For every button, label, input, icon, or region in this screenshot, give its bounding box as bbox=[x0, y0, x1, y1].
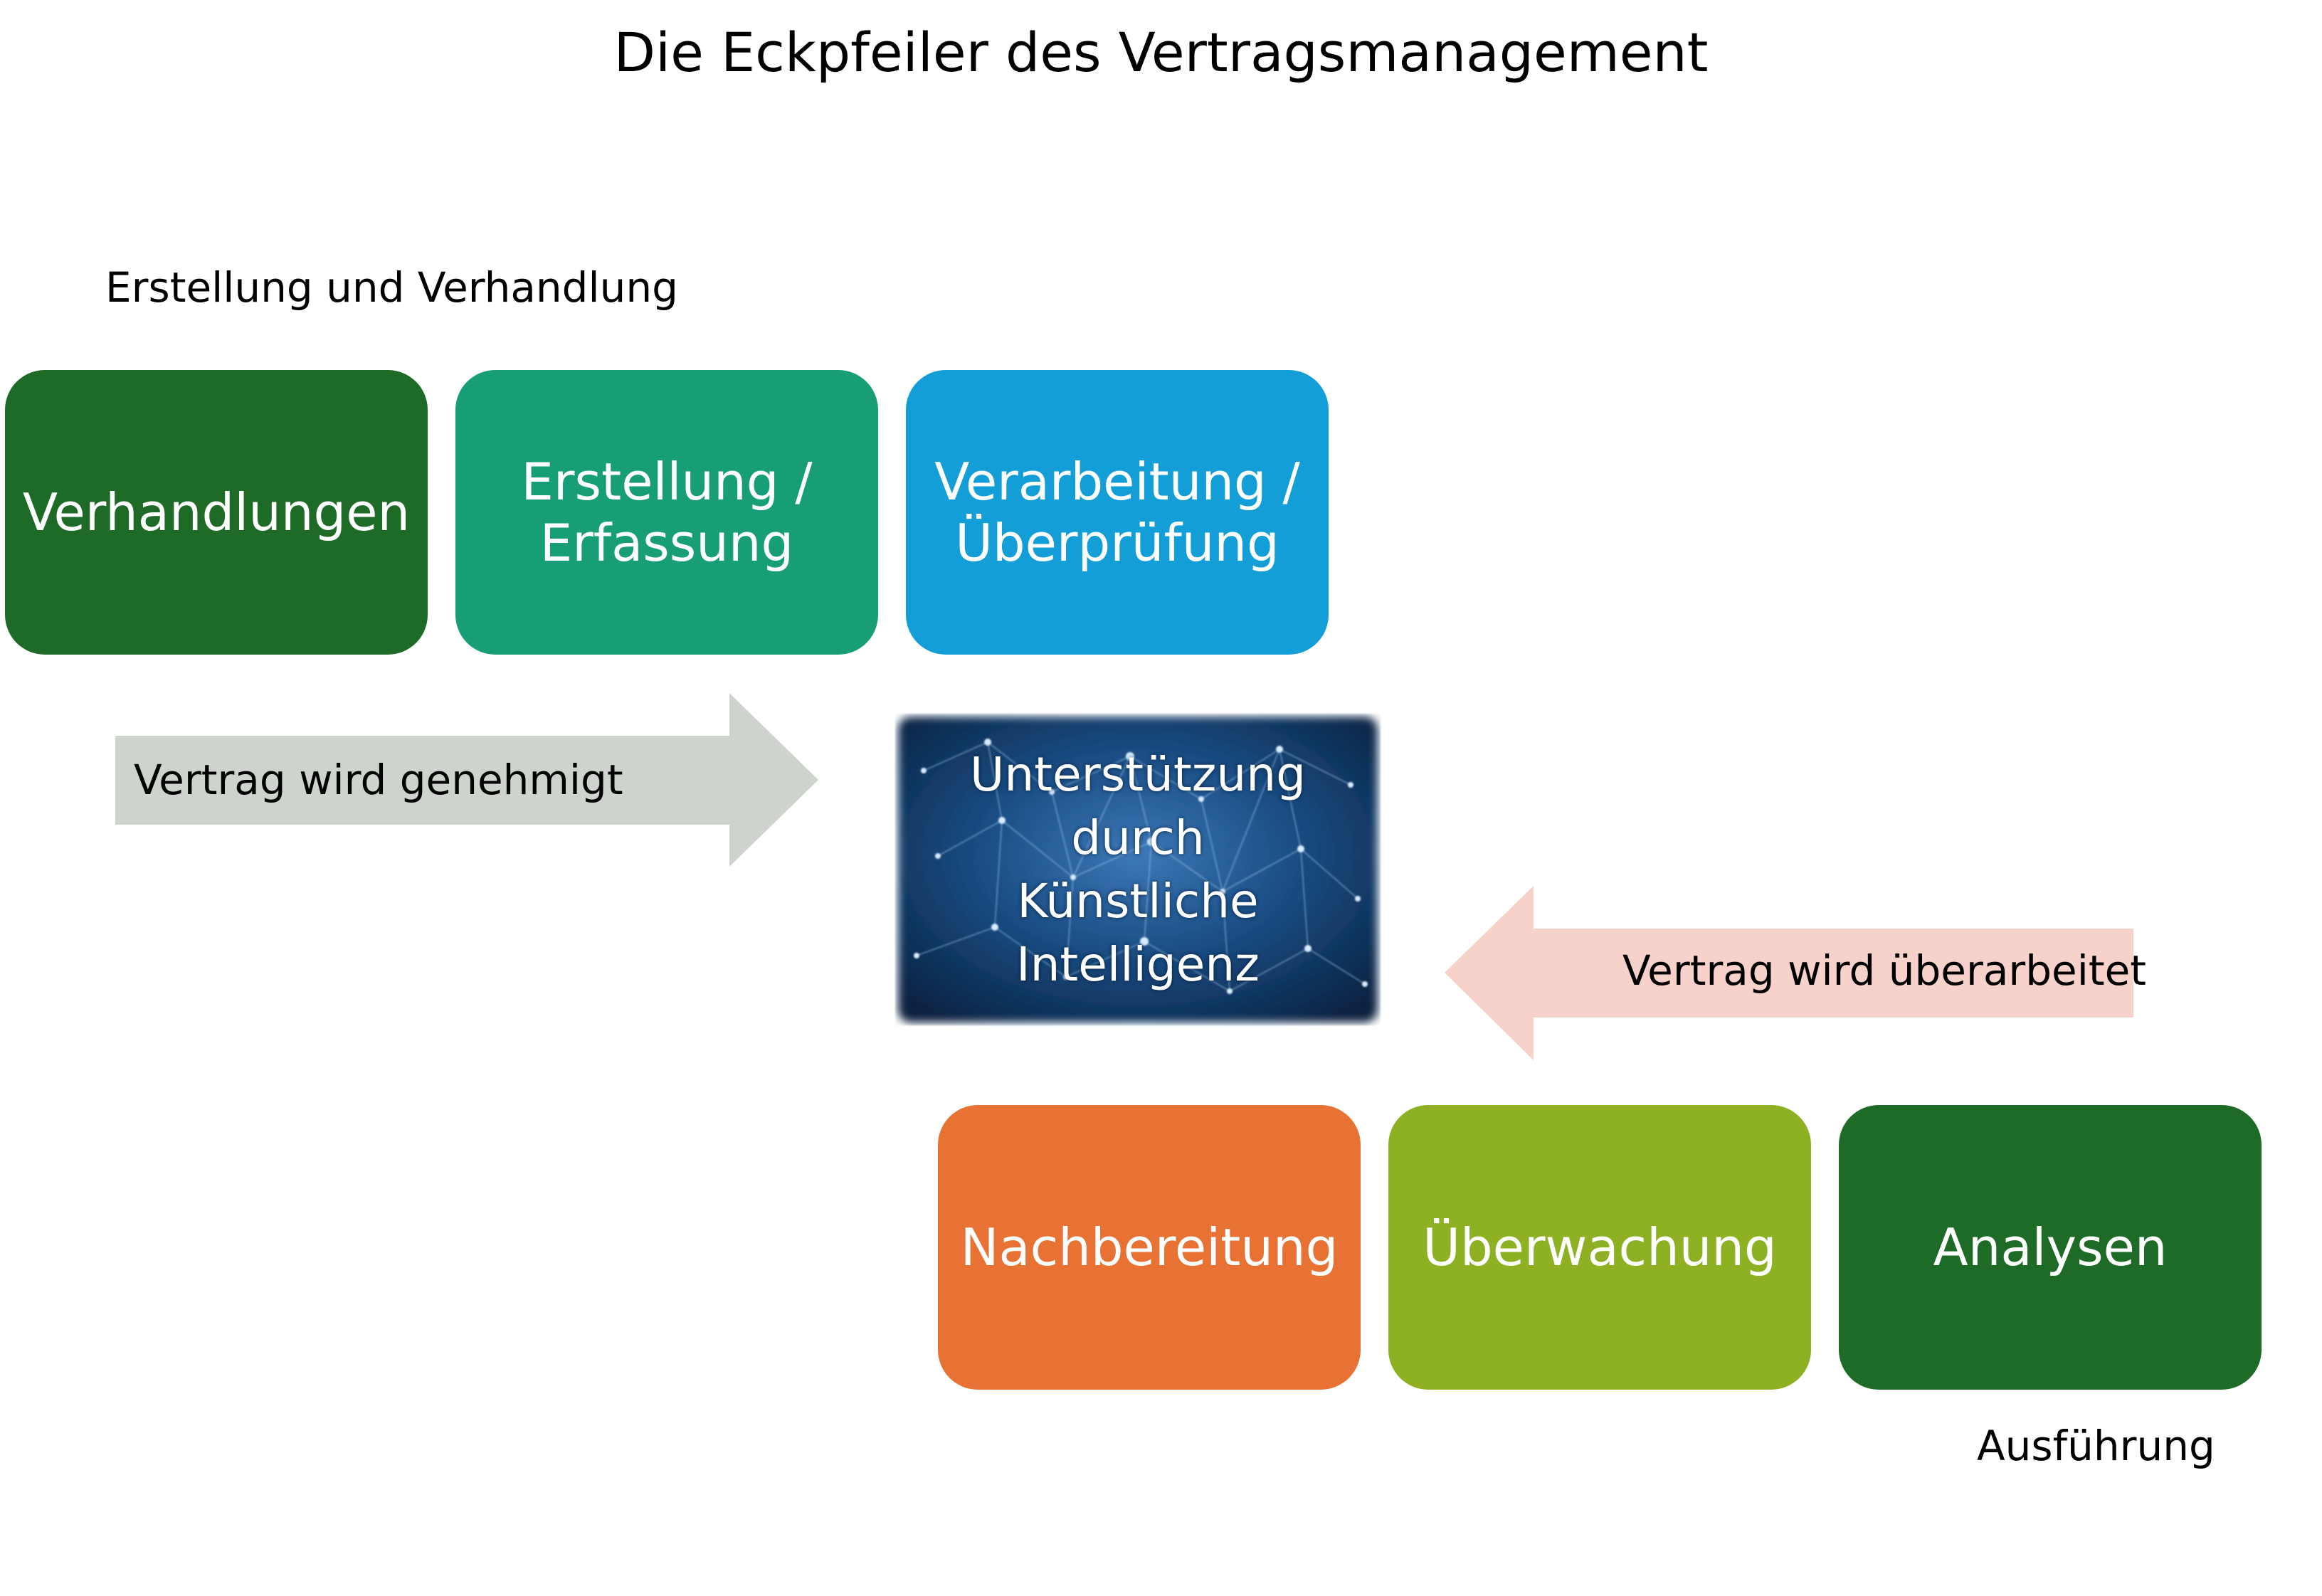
box-label: Analysen bbox=[1933, 1217, 2168, 1277]
arrow-approved-label: Vertrag wird genehmigt bbox=[134, 756, 623, 804]
arrow-approved-shape bbox=[115, 693, 818, 867]
ai-support-text: Unterstützung durch Künstliche Intellige… bbox=[970, 747, 1306, 992]
box-analysen: Analysen bbox=[1839, 1105, 2262, 1390]
box-erstellung-erfassung: Erstellung / Erfassung bbox=[455, 370, 878, 655]
box-nachbereitung: Nachbereitung bbox=[938, 1105, 1361, 1390]
section-label-creation: Erstellung und Verhandlung bbox=[105, 263, 678, 312]
diagram-title: Die Eckpfeiler des Vertragsmanagement bbox=[613, 21, 1709, 84]
ai-support-label: Unterstützung durch Künstliche Intellige… bbox=[895, 714, 1381, 1025]
arrow-revised-shape bbox=[1445, 886, 2133, 1060]
box-verhandlungen: Verhandlungen bbox=[5, 370, 428, 655]
box-verarbeitung-ueberpruefung: Verarbeitung / Überprüfung bbox=[906, 370, 1329, 655]
box-label: Nachbereitung bbox=[960, 1217, 1339, 1277]
neural-network-image bbox=[898, 717, 1378, 1022]
box-label: Verhandlungen bbox=[22, 482, 411, 542]
arrow-revised-label: Vertrag wird überarbeitet bbox=[1622, 946, 2146, 995]
box-label: Verarbeitung / Überprüfung bbox=[934, 452, 1300, 573]
box-label: Erstellung / Erfassung bbox=[521, 452, 813, 573]
section-label-execution: Ausführung bbox=[1977, 1422, 2215, 1470]
box-label: Überwachung bbox=[1423, 1217, 1777, 1277]
box-ueberwachung: Überwachung bbox=[1388, 1105, 1811, 1390]
